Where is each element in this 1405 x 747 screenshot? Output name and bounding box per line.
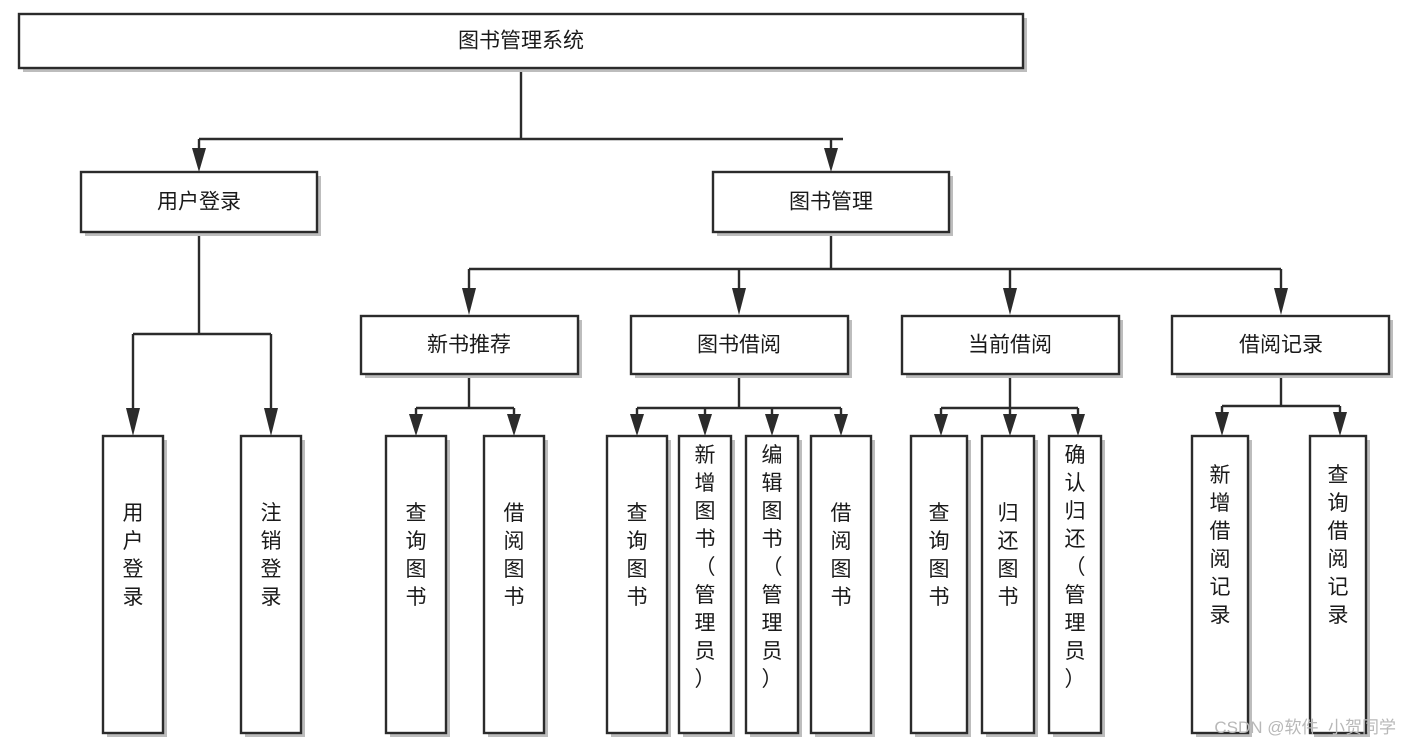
node-book-manage[interactable]: 图书管理: [711, 170, 953, 236]
node-new-book-rec[interactable]: 新书推荐: [359, 314, 582, 378]
node-leaf-borrow-book-2-label: 借阅图书: [831, 502, 852, 609]
node-leaf-user-login-box[interactable]: [101, 434, 165, 735]
node-leaf-return-book-box[interactable]: [980, 434, 1036, 735]
node-leaf-add-record[interactable]: 新增借阅记录: [1190, 434, 1252, 737]
node-leaf-edit-book[interactable]: 编辑图书（管理员）: [744, 434, 802, 737]
node-leaf-query-book-3[interactable]: 查询图书: [909, 434, 971, 737]
node-leaf-return-book[interactable]: 归还图书: [980, 434, 1038, 737]
node-borrow-record-box[interactable]: [1170, 314, 1391, 376]
node-leaf-logout-box[interactable]: [239, 434, 303, 735]
node-book-borrow-label: 图书借阅: [697, 334, 781, 357]
node-book-manage-box[interactable]: [711, 170, 951, 234]
arrowhead-leaf-user-login: [126, 408, 140, 436]
node-leaf-borrow-book-1-box[interactable]: [482, 434, 546, 735]
node-leaf-query-book-2-label: 查询图书: [627, 502, 648, 609]
node-leaf-query-book-1-label: 查询图书: [406, 502, 427, 609]
node-new-book-rec-label: 新书推荐: [427, 334, 511, 357]
node-leaf-add-book-box[interactable]: [677, 434, 733, 735]
arrowhead-new-book-rec: [462, 288, 476, 315]
node-user-login-label: 用户登录: [157, 191, 241, 214]
node-leaf-add-record-box[interactable]: [1190, 434, 1250, 735]
node-root-label: 图书管理系统: [458, 30, 584, 53]
node-leaf-edit-book-box[interactable]: [744, 434, 800, 735]
node-root-box[interactable]: [17, 12, 1025, 70]
arrowhead-leaf-query-book-1: [409, 414, 423, 436]
node-leaf-query-book-2[interactable]: 查询图书: [605, 434, 671, 737]
arrowhead-leaf-add-record: [1215, 412, 1229, 436]
node-new-book-rec-box[interactable]: [359, 314, 580, 376]
arrowhead-leaf-query-book-2: [630, 414, 644, 436]
node-leaf-confirm-return[interactable]: 确认归还（管理员）: [1047, 434, 1105, 737]
node-leaf-confirm-return-box[interactable]: [1047, 434, 1103, 735]
node-book-borrow-box[interactable]: [629, 314, 850, 376]
node-leaf-add-book-label: 新增图书（管理员）: [695, 444, 716, 691]
arrowhead-book-manage: [824, 148, 838, 172]
node-leaf-query-record-label: 查询借阅记录: [1328, 464, 1349, 627]
node-leaf-query-record[interactable]: 查询借阅记录: [1308, 434, 1370, 737]
node-leaf-user-login-label: 用户登录: [123, 502, 144, 609]
connectors-layer: [126, 71, 1347, 436]
arrowhead-leaf-logout: [264, 408, 278, 436]
arrowhead-leaf-borrow-book-1: [507, 414, 521, 436]
node-leaf-confirm-return-label: 确认归还（管理员）: [1065, 444, 1086, 691]
node-leaf-logout[interactable]: 注销登录: [239, 434, 305, 737]
arrowhead-leaf-borrow-book-2: [834, 414, 848, 436]
csdn-watermark: CSDN @软件_小贺同学: [1214, 718, 1396, 737]
arrowhead-leaf-confirm-return: [1071, 414, 1085, 436]
node-book-borrow[interactable]: 图书借阅: [629, 314, 852, 378]
node-leaf-user-login[interactable]: 用户登录: [101, 434, 167, 737]
node-leaf-query-book-3-label: 查询图书: [929, 502, 950, 609]
node-user-login[interactable]: 用户登录: [79, 170, 321, 236]
node-borrow-record-label: 借阅记录: [1239, 334, 1323, 357]
node-leaf-add-book[interactable]: 新增图书（管理员）: [677, 434, 735, 737]
node-current-borrow-label: 当前借阅: [968, 334, 1052, 357]
node-leaf-query-book-1[interactable]: 查询图书: [384, 434, 450, 737]
node-leaf-return-book-label: 归还图书: [998, 502, 1019, 609]
node-leaf-borrow-book-1-label: 借阅图书: [504, 502, 525, 609]
node-leaf-borrow-book-2[interactable]: 借阅图书: [809, 434, 875, 737]
node-leaf-query-book-3-box[interactable]: [909, 434, 969, 735]
arrowhead-borrow-record: [1274, 288, 1288, 315]
node-leaf-query-record-box[interactable]: [1308, 434, 1368, 735]
node-leaf-query-book-1-box[interactable]: [384, 434, 448, 735]
arrowhead-user-login: [192, 148, 206, 172]
arrowhead-current-borrow: [1003, 288, 1017, 315]
node-book-manage-label: 图书管理: [789, 191, 873, 214]
arrowhead-book-borrow: [732, 288, 746, 315]
node-leaf-borrow-book-1[interactable]: 借阅图书: [482, 434, 548, 737]
node-current-borrow-box[interactable]: [900, 314, 1121, 376]
node-leaf-query-book-2-box[interactable]: [605, 434, 669, 735]
arrowhead-leaf-add-book: [698, 414, 712, 436]
arrowhead-leaf-query-record: [1333, 412, 1347, 436]
node-leaf-edit-book-label: 编辑图书（管理员）: [762, 444, 783, 691]
arrowhead-leaf-return-book: [1003, 414, 1017, 436]
node-leaf-logout-label: 注销登录: [261, 502, 282, 609]
node-user-login-box[interactable]: [79, 170, 319, 234]
arrowhead-leaf-query-book-3: [934, 414, 948, 436]
node-root[interactable]: 图书管理系统: [17, 12, 1027, 72]
arrowhead-leaf-edit-book: [765, 414, 779, 436]
node-leaf-add-record-label: 新增借阅记录: [1210, 464, 1231, 627]
node-current-borrow[interactable]: 当前借阅: [900, 314, 1123, 378]
node-borrow-record[interactable]: 借阅记录: [1170, 314, 1393, 378]
node-leaf-borrow-book-2-box[interactable]: [809, 434, 873, 735]
